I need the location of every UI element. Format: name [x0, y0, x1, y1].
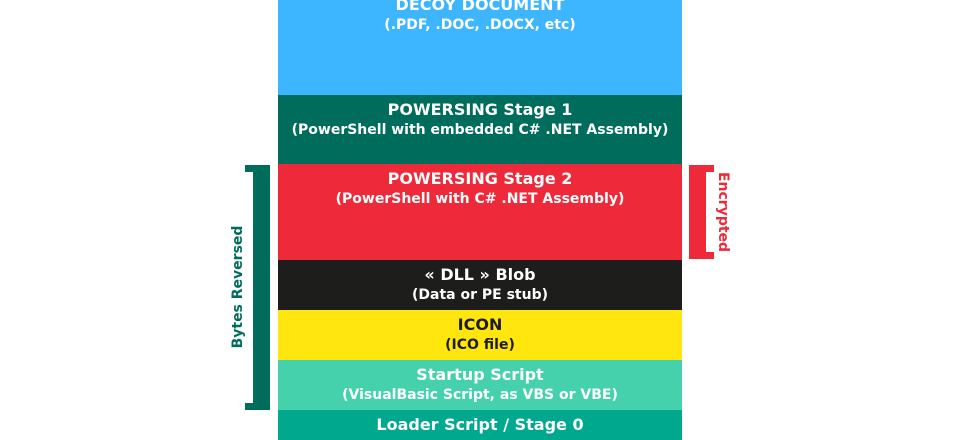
layer-title: Startup Script	[416, 365, 544, 384]
layer-subtitle: (VisualBasic Script, as VBS or VBE)	[342, 387, 618, 403]
layer-icon: ICON (ICO file)	[278, 310, 682, 360]
layer-powersing-stage2: POWERSING Stage 2 (PowerShell with C# .N…	[278, 164, 682, 260]
layer-subtitle: (PowerShell with embedded C# .NET Assemb…	[291, 122, 669, 138]
bytes-reversed-label: Bytes Reversed	[230, 225, 246, 349]
layer-dll-blob: « DLL » Blob (Data or PE stub)	[278, 260, 682, 310]
layer-loader-script: Loader Script / Stage 0	[278, 410, 682, 440]
layer-title: « DLL » Blob	[424, 265, 536, 284]
layer-subtitle: (ICO file)	[445, 337, 515, 353]
layer-title: DECOY DOCUMENT	[395, 0, 565, 14]
layer-title: POWERSING Stage 2	[387, 169, 573, 188]
layer-subtitle: (PowerShell with C# .NET Assembly)	[335, 191, 625, 207]
layer-decoy-document: DECOY DOCUMENT (.PDF, .DOC, .DOCX, etc)	[278, 0, 682, 95]
layer-title: ICON	[457, 315, 503, 334]
layer-title: Loader Script / Stage 0	[376, 415, 584, 434]
encrypted-label: Encrypted	[715, 171, 731, 253]
layer-subtitle: (Data or PE stub)	[412, 287, 548, 303]
layer-powersing-stage1: POWERSING Stage 1 (PowerShell with embed…	[278, 95, 682, 164]
layer-startup-script: Startup Script (VisualBasic Script, as V…	[278, 360, 682, 410]
layer-subtitle: (.PDF, .DOC, .DOCX, etc)	[384, 17, 576, 33]
layer-title: POWERSING Stage 1	[387, 100, 573, 119]
